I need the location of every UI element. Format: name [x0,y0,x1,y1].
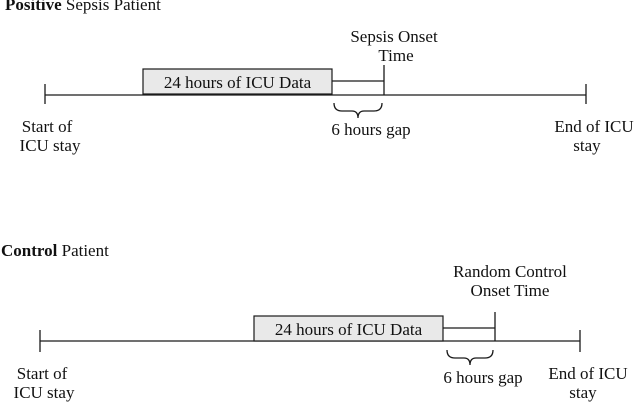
positive-end-label-line1: End of ICU [554,117,633,136]
control-panel: Control Patient 24 hours of ICU Data Ran… [1,241,628,402]
control-onset-label-line1: Random Control [453,262,567,281]
control-gap-brace [446,349,494,366]
positive-title: Positive Sepsis Patient [5,0,161,14]
positive-onset-label-line2: Time [378,46,413,65]
control-data-box [253,315,444,342]
positive-start-label-line2: ICU stay [20,136,81,155]
control-gap-label: 6 hours gap [443,368,522,387]
positive-gap-label: 6 hours gap [331,120,410,139]
positive-onset-label-line1: Sepsis Onset [350,27,438,46]
control-start-label-line1: Start of [17,364,68,383]
control-onset-label-line2: Onset Time [471,281,550,300]
control-title: Control Patient [1,241,109,260]
control-start-label-line2: ICU stay [14,383,75,402]
control-data-box-label: 24 hours of ICU Data [275,320,423,339]
positive-start-label-line1: Start of [22,117,73,136]
control-end-label-line1: End of ICU [548,364,627,383]
positive-end-label-line2: stay [573,136,601,155]
positive-panel: Positive Sepsis Patient 24 hours of ICU … [5,0,634,155]
positive-gap-brace [333,102,383,119]
control-end-label-line2: stay [569,383,597,402]
positive-data-box [142,68,333,95]
positive-data-box-label: 24 hours of ICU Data [164,73,312,92]
